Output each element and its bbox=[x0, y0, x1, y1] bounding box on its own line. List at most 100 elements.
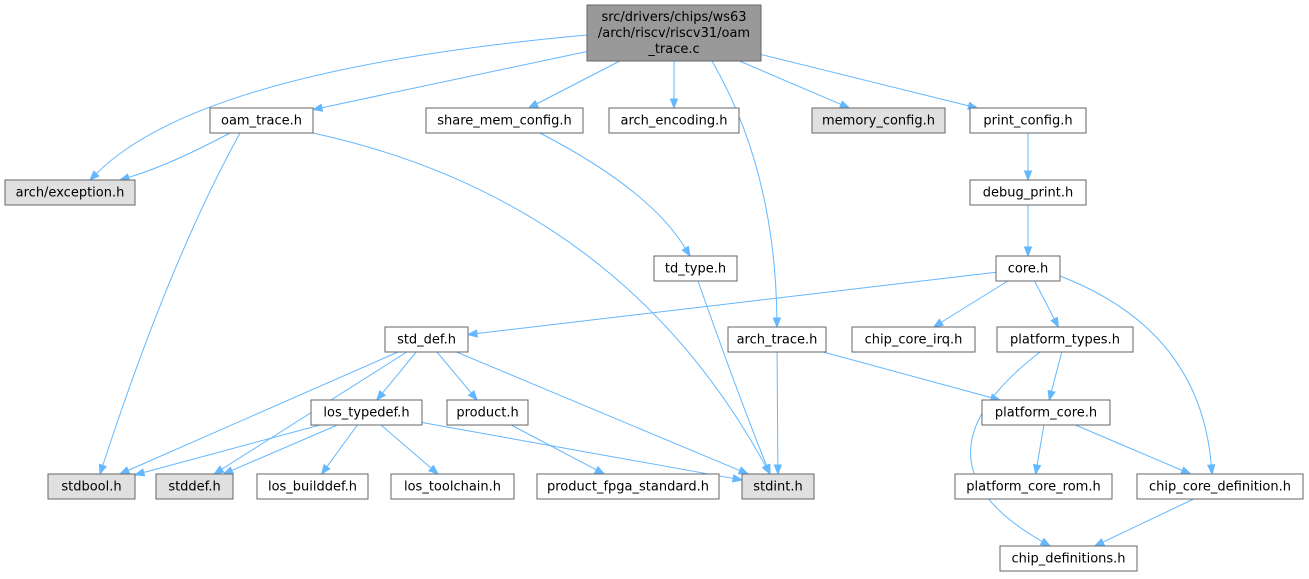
node-product[interactable]: product.h bbox=[446, 399, 529, 426]
edge-platform-core-to-chip-core-definition bbox=[1075, 424, 1192, 475]
arrowhead-icon bbox=[772, 317, 782, 329]
node-label: platform_types.h bbox=[1010, 333, 1120, 348]
node-box bbox=[310, 399, 423, 426]
node-label: stdint.h bbox=[753, 480, 802, 495]
node-los-toolchain[interactable]: los_toolchain.h bbox=[390, 473, 515, 500]
edge-core-to-platform-types bbox=[1034, 280, 1060, 329]
arrowhead-icon bbox=[118, 466, 131, 475]
node-share-mem-config[interactable]: share_mem_config.h bbox=[425, 107, 584, 134]
arrowhead-icon bbox=[681, 245, 691, 258]
edge-debug-print-to-core bbox=[1023, 205, 1033, 258]
edge-root-to-arch-trace bbox=[711, 60, 782, 329]
node-label: arch/exception.h bbox=[16, 186, 125, 201]
node-label: td_type.h bbox=[665, 262, 726, 277]
node-arch-encoding[interactable]: arch_encoding.h bbox=[608, 107, 740, 134]
edge-root-to-print-config bbox=[760, 54, 979, 110]
node-label: /arch/riscv/riscv31/oam bbox=[598, 26, 750, 41]
node-label: stddef.h bbox=[168, 480, 220, 495]
node-box bbox=[954, 473, 1113, 500]
node-oam-trace[interactable]: oam_trace.h bbox=[209, 107, 314, 134]
edge-line bbox=[776, 351, 779, 466]
node-debug-print[interactable]: debug_print.h bbox=[969, 179, 1087, 206]
node-box bbox=[155, 473, 234, 500]
arrowhead-icon bbox=[320, 463, 331, 476]
node-box bbox=[425, 107, 584, 134]
node-label: share_mem_config.h bbox=[437, 114, 572, 129]
node-product-fpga-standard[interactable]: product_fpga_standard.h bbox=[536, 473, 720, 500]
arrowhead-icon bbox=[1033, 463, 1042, 476]
arrowhead-icon bbox=[89, 170, 100, 181]
node-box bbox=[1136, 473, 1304, 500]
node-box bbox=[996, 326, 1134, 353]
edge-line bbox=[760, 54, 969, 107]
node-box bbox=[256, 473, 369, 500]
edge-line bbox=[739, 60, 842, 105]
edge-los-typedef-to-stdint bbox=[421, 421, 744, 483]
node-root[interactable]: src/drivers/chips/ws63/arch/riscv/riscv3… bbox=[586, 4, 762, 62]
edge-los-typedef-to-stddef bbox=[222, 424, 338, 475]
node-box bbox=[653, 255, 738, 282]
arrowhead-icon bbox=[213, 465, 225, 475]
arrowhead-icon bbox=[731, 474, 744, 483]
edge-line bbox=[326, 424, 358, 468]
node-stdint: stdint.h bbox=[741, 473, 815, 500]
arrowhead-icon bbox=[1047, 389, 1056, 402]
edge-root-to-arch-encoding bbox=[669, 61, 679, 110]
edge-line bbox=[456, 351, 740, 471]
edge-los-typedef-to-los-toolchain bbox=[380, 424, 440, 475]
arrowhead-icon bbox=[932, 318, 944, 328]
arrowhead-icon bbox=[838, 100, 851, 109]
node-box bbox=[811, 107, 946, 134]
edge-line bbox=[96, 34, 588, 174]
node-platform-types[interactable]: platform_types.h bbox=[996, 326, 1134, 353]
edge-los-typedef-to-stdbool bbox=[133, 424, 321, 477]
node-label: src/drivers/chips/ws63 bbox=[601, 10, 746, 25]
edges-layer bbox=[89, 34, 1216, 547]
node-platform-core-rom[interactable]: platform_core_rom.h bbox=[954, 473, 1113, 500]
node-box bbox=[209, 107, 314, 134]
edge-line bbox=[1034, 280, 1055, 320]
node-core[interactable]: core.h bbox=[995, 255, 1061, 282]
node-chip-definitions[interactable]: chip_definitions.h bbox=[999, 545, 1138, 572]
edge-line bbox=[539, 132, 686, 249]
node-chip-core-irq[interactable]: chip_core_irq.h bbox=[851, 326, 976, 353]
edge-root-to-oam-trace bbox=[311, 50, 588, 112]
node-chip-core-definition[interactable]: chip_core_definition.h bbox=[1136, 473, 1304, 500]
edge-line bbox=[510, 424, 597, 471]
arrowhead-icon bbox=[1023, 246, 1033, 258]
node-label: chip_definitions.h bbox=[1011, 552, 1125, 567]
node-los-typedef[interactable]: los_typedef.h bbox=[310, 399, 423, 426]
node-platform-core[interactable]: platform_core.h bbox=[981, 399, 1111, 426]
edge-core-to-chip-core-definition bbox=[1059, 275, 1216, 476]
node-label: product.h bbox=[456, 406, 518, 421]
node-label: chip_core_irq.h bbox=[865, 333, 963, 348]
node-label: los_builddef.h bbox=[268, 480, 357, 495]
node-box bbox=[851, 326, 976, 353]
node-los-builddef[interactable]: los_builddef.h bbox=[256, 473, 369, 500]
edge-line bbox=[536, 60, 620, 105]
edge-share-mem-config-to-td-type bbox=[539, 132, 691, 258]
edge-line bbox=[312, 132, 767, 467]
edge-line bbox=[476, 271, 997, 335]
node-box bbox=[969, 107, 1087, 134]
edge-chip-core-definition-to-chip-definitions bbox=[1093, 498, 1194, 547]
arrowhead-icon bbox=[1039, 537, 1052, 547]
node-box bbox=[390, 473, 515, 500]
arrowhead-icon bbox=[1050, 316, 1060, 329]
edge-line bbox=[822, 351, 992, 399]
node-arch-trace[interactable]: arch_trace.h bbox=[727, 326, 827, 353]
node-label: std_def.h bbox=[397, 333, 456, 348]
node-label: arch_trace.h bbox=[737, 333, 818, 348]
node-memory-config: memory_config.h bbox=[811, 107, 946, 134]
node-print-config[interactable]: print_config.h bbox=[969, 107, 1087, 134]
edge-std-def-to-product bbox=[436, 351, 478, 402]
arrowhead-icon bbox=[527, 99, 540, 109]
edge-platform-types-to-platform-core bbox=[1047, 351, 1063, 402]
node-std-def[interactable]: std_def.h bbox=[384, 326, 469, 353]
edge-line bbox=[970, 351, 1043, 542]
edge-root-to-arch-exception bbox=[89, 34, 588, 181]
node-td-type[interactable]: td_type.h bbox=[653, 255, 738, 282]
arrowhead-icon bbox=[375, 389, 387, 402]
edge-line bbox=[128, 132, 231, 178]
